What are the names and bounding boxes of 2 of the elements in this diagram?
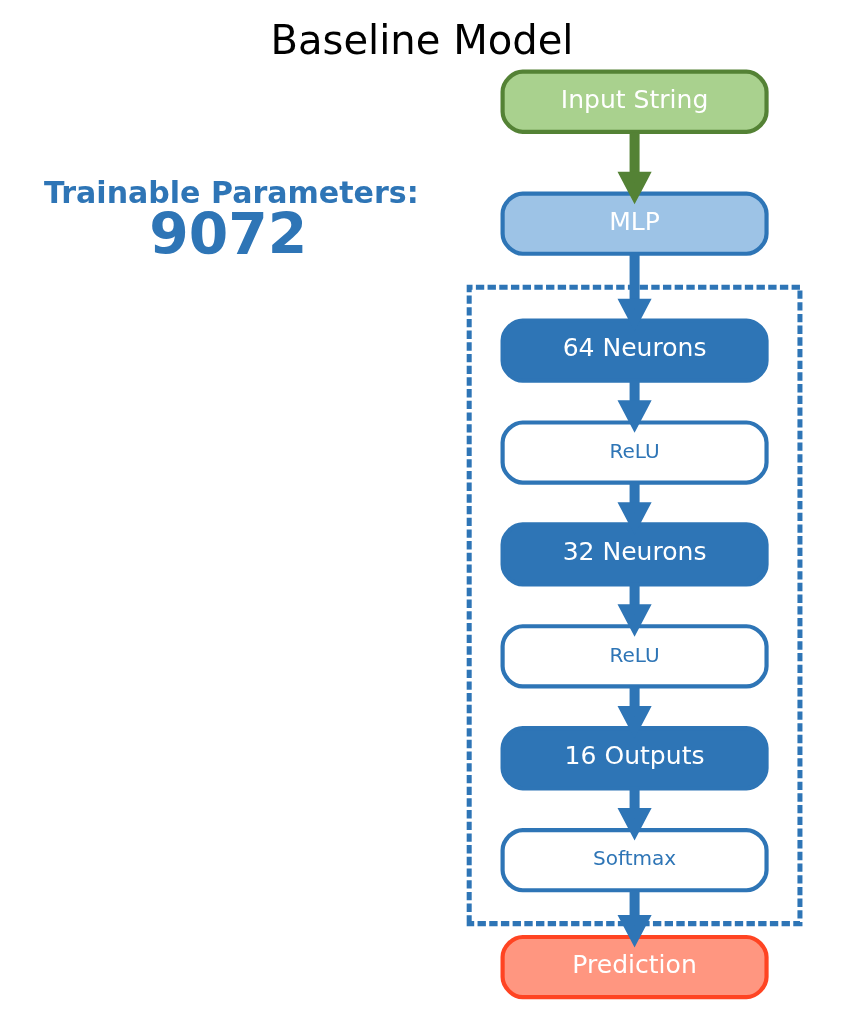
diagram-title: Baseline Model	[270, 16, 574, 63]
label: Trainable Parameters:	[44, 174, 419, 210]
